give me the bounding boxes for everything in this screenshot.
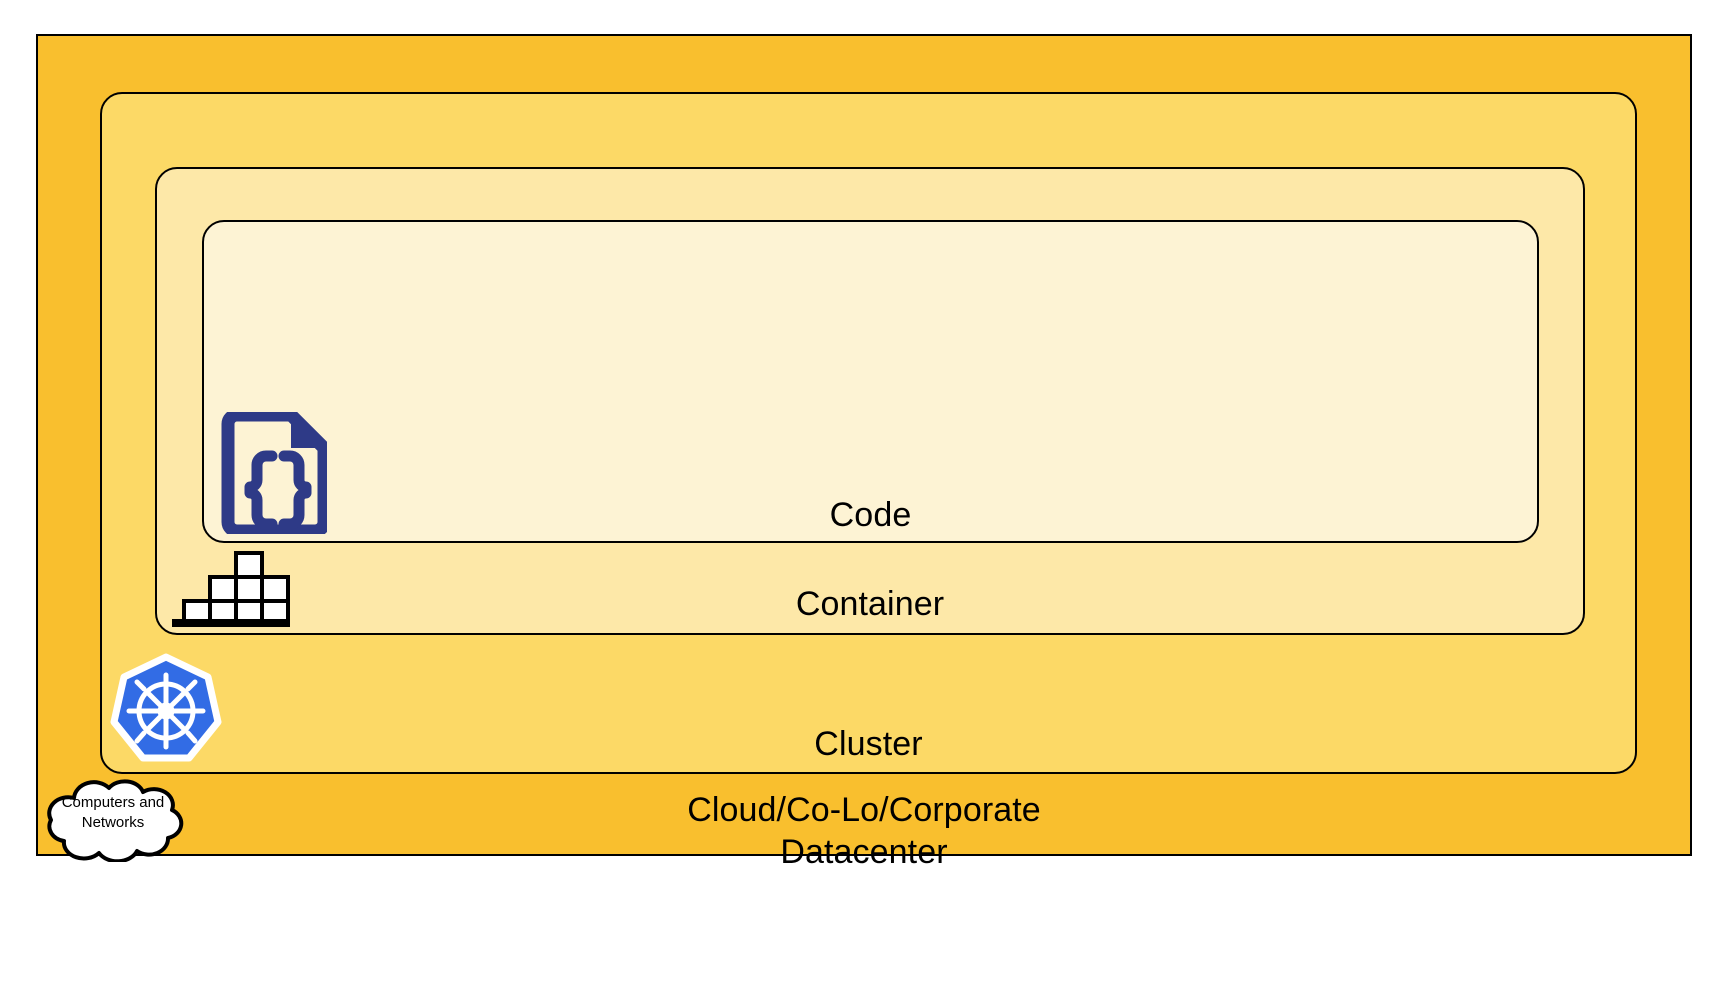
json-document-icon: [219, 408, 331, 538]
layer-label-code: Code: [829, 496, 912, 534]
layer-label-cluster: Cluster: [814, 725, 923, 763]
layer-label-container: Container: [795, 585, 945, 623]
layer-box-code: [202, 220, 1539, 543]
kubernetes-icon: [110, 653, 222, 765]
cloud-callout: [33, 772, 193, 864]
layer-label-datacenter: Cloud/Co-Lo/Corporate Datacenter: [687, 791, 1041, 871]
